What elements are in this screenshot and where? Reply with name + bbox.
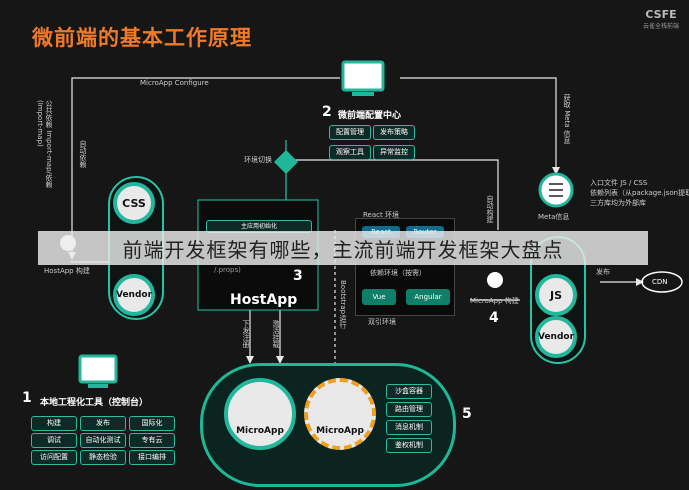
tool-item: 专有云	[129, 433, 175, 448]
microapp-node: MicroApp	[224, 378, 296, 450]
tool-item: 静态检验	[80, 450, 126, 465]
hostapp-build-label: HostApp 构建	[44, 267, 90, 275]
step-5-number: 5	[462, 406, 472, 422]
dep-env-label: 依赖环境（按需）	[370, 269, 426, 277]
meta-note: 入口文件 JS / CSS	[590, 179, 648, 187]
microapp-build-label: MicroApp 构建	[470, 297, 519, 305]
js-node: JS	[535, 274, 577, 316]
tool-item: 接口编排	[129, 450, 175, 465]
vue-chip: Vue	[362, 289, 396, 305]
microapp-configure-label: MicroApp Configure	[140, 79, 209, 87]
tool-item: 调试	[31, 433, 77, 448]
logo-mark: CSFE	[645, 8, 677, 21]
logo-subtitle: 云雀全栈前端	[642, 23, 679, 30]
meta-info-label: Meta信息	[538, 213, 570, 221]
auto-build-label: 自动构建	[486, 195, 494, 223]
meta-note: 依赖列表（从package.json提取）	[590, 189, 689, 197]
hostapp-name: HostApp	[230, 292, 298, 308]
step-4-number: 4	[489, 310, 499, 326]
step-1-number: 1	[22, 390, 32, 406]
microapp-node: MicroApp	[304, 378, 376, 450]
step-2-number: 2	[322, 104, 332, 120]
dev-env-label: 双引环境	[368, 318, 396, 326]
mount-label: 下发注册	[242, 320, 250, 348]
cdn-label: CDN	[652, 278, 668, 286]
configure-line	[71, 77, 340, 255]
config-item: 配置管理	[329, 125, 371, 140]
tool-item: 国际化	[129, 416, 175, 431]
config-item: 发布策略	[373, 125, 415, 140]
runtime-feature: 鉴权机制	[386, 438, 432, 453]
local-tools-title: 本地工程化工具（控制台）	[40, 398, 149, 408]
css-node: CSS	[113, 182, 155, 224]
brand-logo: CSFE 云雀全栈前端	[641, 8, 681, 30]
tool-item: 发布	[80, 416, 126, 431]
runtime-feature: 消息机制	[386, 420, 432, 435]
meta-note: 三方库均为外部库	[590, 199, 646, 207]
deps-generate-label: 公共依赖 Import-map/依赖 (Import-map)	[36, 100, 53, 188]
config-item: 异常监控	[373, 145, 415, 160]
hostapp-snippet: /.props)	[214, 266, 241, 274]
cdn-cloud-icon	[641, 271, 683, 293]
angular-chip: Angular	[406, 289, 450, 305]
runtime-feature: 沙盒容器	[386, 384, 432, 399]
load-label: 激活挂载	[272, 320, 280, 348]
step-3-number: 3	[293, 268, 303, 284]
gear-icon-microapp	[487, 272, 503, 288]
env-switch-diamond	[274, 150, 298, 174]
bootstrap-label: Bootstrap运行	[339, 280, 347, 329]
vendor-node-right: Vendor	[535, 316, 577, 358]
vendor-node-left: Vendor	[113, 274, 155, 316]
env-switch-label: 环境切换	[244, 156, 272, 164]
monitor-icon-local	[78, 354, 118, 384]
publish-label: 发布	[596, 268, 610, 276]
config-center-title: 微前端配置中心	[338, 111, 402, 121]
runtime-feature: 路由管理	[386, 402, 432, 417]
article-title-banner: 前端开发框架有哪些，主流前端开发框架大盘点	[38, 231, 648, 265]
meta-line	[400, 77, 557, 170]
page-title: 微前端的基本工作原理	[32, 26, 252, 50]
tool-item: 自动化测试	[80, 433, 126, 448]
auto-build-line	[295, 159, 499, 230]
tool-item: 访问配置	[31, 450, 77, 465]
monitor-icon	[341, 60, 385, 92]
config-item: 观察工具	[329, 145, 371, 160]
tool-item: 构建	[31, 416, 77, 431]
deps-auto-label: 自动依赖	[79, 140, 87, 168]
react-env-label: React 环境	[363, 211, 399, 219]
meta-get-label: 获取 Meta 信息	[563, 94, 571, 144]
